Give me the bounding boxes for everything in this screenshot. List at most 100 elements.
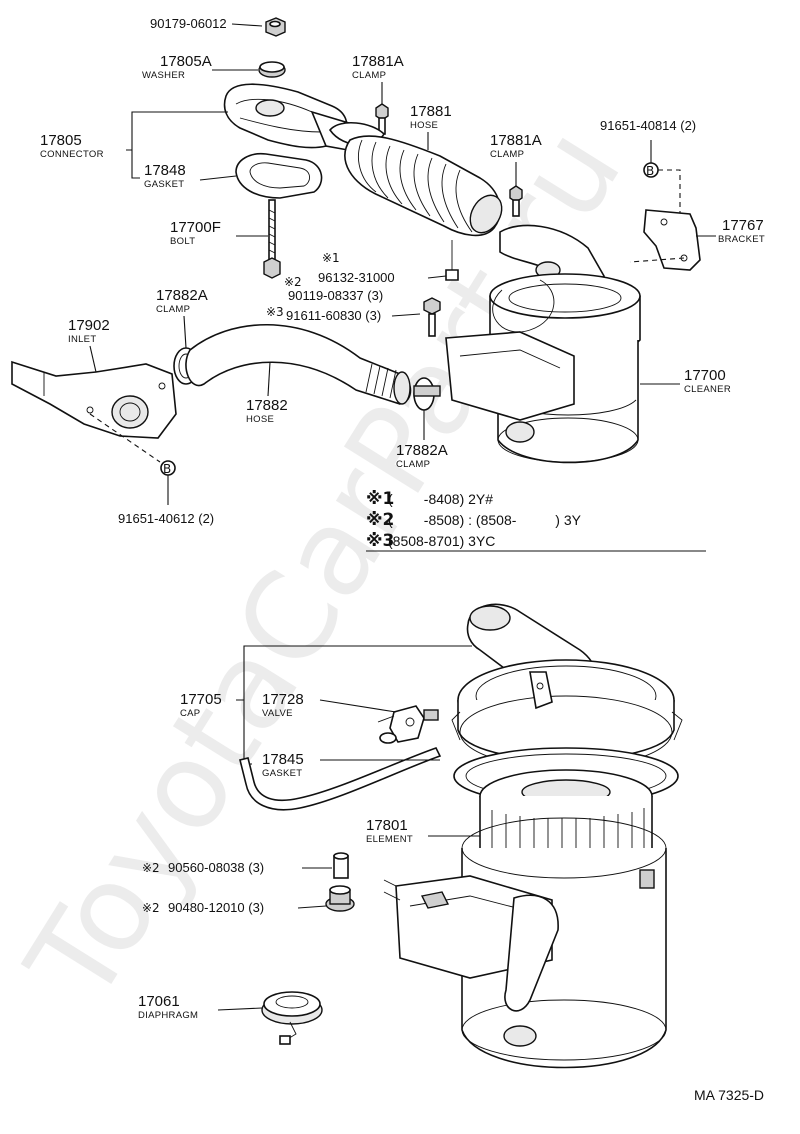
callout-17845: 17845 GASKET xyxy=(262,751,440,779)
cleaner-assembly-part xyxy=(445,224,641,464)
svg-text:17881: 17881 xyxy=(410,103,452,120)
callout-17728: 17728 VALVE xyxy=(262,691,397,719)
svg-text:BRACKET: BRACKET xyxy=(718,234,765,245)
svg-text:DIAPHRAGM: DIAPHRAGM xyxy=(138,1010,198,1021)
callout-17882: 17882 HOSE xyxy=(246,361,288,425)
svg-text:17882: 17882 xyxy=(246,397,288,414)
svg-text:CLAMP: CLAMP xyxy=(490,149,524,160)
svg-text:17728: 17728 xyxy=(262,691,304,708)
callout-17700F: 17700F BOLT xyxy=(170,219,268,247)
bolt-part xyxy=(263,199,281,279)
svg-text:90560-08038 (3): 90560-08038 (3) xyxy=(168,860,264,875)
svg-text:17881A: 17881A xyxy=(352,53,404,70)
hose-lower-part xyxy=(185,324,412,405)
nut-part xyxy=(265,17,286,37)
valve-part xyxy=(377,705,439,744)
connector-part xyxy=(223,83,353,151)
svg-text:※3: ※3 xyxy=(266,305,284,319)
svg-text:91651-40814 (2): 91651-40814 (2) xyxy=(600,118,696,133)
callout-17882A-top: 17882A CLAMP xyxy=(156,287,208,349)
svg-text:HOSE: HOSE xyxy=(410,120,438,131)
svg-text:ELEMENT: ELEMENT xyxy=(366,834,413,845)
svg-text:17882A: 17882A xyxy=(396,442,448,459)
svg-text:B: B xyxy=(646,164,654,178)
svg-text:※2: ※2 xyxy=(366,510,394,530)
callout-17767: 17767 BRACKET xyxy=(696,217,765,245)
callout-91651-40612: 91651-40612 (2) xyxy=(118,511,214,526)
svg-text:17700: 17700 xyxy=(684,367,726,384)
callout-17805A: 17805A WASHER xyxy=(142,53,258,81)
svg-text:GASKET: GASKET xyxy=(144,179,184,190)
svg-text:17881A: 17881A xyxy=(490,132,542,149)
svg-text:※3: ※3 xyxy=(366,531,394,551)
inlet-part xyxy=(11,360,177,439)
callout-17881: 17881 HOSE xyxy=(410,103,452,150)
callout-17882A-bottom: 17882A CLAMP xyxy=(396,410,448,470)
svg-text:17902: 17902 xyxy=(68,317,110,334)
svg-text:CLAMP: CLAMP xyxy=(396,459,430,470)
svg-text:96132-31000: 96132-31000 xyxy=(318,270,395,285)
svg-text:( -8408) 2Y#: ( -8408) 2Y# xyxy=(388,491,493,507)
svg-text:INLET: INLET xyxy=(68,334,96,345)
svg-text:90179-06012: 90179-06012 xyxy=(150,16,227,31)
svg-text:17061: 17061 xyxy=(138,993,180,1010)
svg-text:HOSE: HOSE xyxy=(246,414,274,425)
cap-part xyxy=(451,603,683,769)
diagram-code: MA 7325-D xyxy=(694,1087,764,1103)
svg-text:17705: 17705 xyxy=(180,691,222,708)
callout-17061: 17061 DIAPHRAGM xyxy=(138,993,263,1021)
svg-text:17845: 17845 xyxy=(262,751,304,768)
svg-text:GASKET: GASKET xyxy=(262,768,302,779)
callout-90119-08337: ※2 90119-08337 (3) xyxy=(284,275,383,303)
bracket-part xyxy=(629,209,701,271)
svg-text:17700F: 17700F xyxy=(170,219,221,236)
svg-text:17848: 17848 xyxy=(144,162,186,179)
svg-text:CLEANER: CLEANER xyxy=(684,384,731,395)
svg-text:17805A: 17805A xyxy=(160,53,212,70)
svg-text:WASHER: WASHER xyxy=(142,70,185,81)
callout-90179-06012: 90179-06012 xyxy=(150,16,263,31)
svg-text:17882A: 17882A xyxy=(156,287,208,304)
grommet-part xyxy=(325,885,355,912)
callout-91651-40814: 91651-40814 (2) xyxy=(600,118,696,133)
lower-housing-part xyxy=(383,817,667,1069)
svg-text:17801: 17801 xyxy=(366,817,408,834)
svg-text:※2: ※2 xyxy=(284,275,302,289)
callout-17881A-top: 17881A CLAMP xyxy=(352,53,404,104)
callout-96132-31000: ※1 96132-31000 xyxy=(318,240,459,285)
diaphragm-part xyxy=(261,991,323,1045)
callout-17902: 17902 INLET xyxy=(68,317,110,373)
gasket-part xyxy=(235,152,323,199)
svg-text:91651-40612 (2): 91651-40612 (2) xyxy=(118,511,214,526)
callout-17881A-mid: 17881A CLAMP xyxy=(490,132,542,186)
callout-17848: 17848 GASKET xyxy=(144,162,237,190)
callout-91611-60830: ※3 91611-60830 (3) xyxy=(266,297,441,337)
svg-text:17805: 17805 xyxy=(40,132,82,149)
washer-part xyxy=(258,61,286,78)
svg-text:※1: ※1 xyxy=(322,251,340,265)
callout-17700: 17700 CLEANER xyxy=(640,367,731,395)
svg-text:90119-08337 (3): 90119-08337 (3) xyxy=(288,288,383,303)
ref-b-top: B xyxy=(643,140,681,214)
applicability-notes: ※1 ( -8408) 2Y# ※2 ( -8508) : (8508- ) 3… xyxy=(366,489,706,552)
collar-part xyxy=(333,852,349,879)
svg-text:※1: ※1 xyxy=(366,489,394,509)
svg-text:90480-12010 (3): 90480-12010 (3) xyxy=(168,900,264,915)
ref-b-bottom: B xyxy=(89,413,176,505)
svg-text:BOLT: BOLT xyxy=(170,236,195,247)
callout-17805: 17805 CONNECTOR xyxy=(40,111,228,179)
svg-text:VALVE: VALVE xyxy=(262,708,293,719)
callout-90560-08038: ※2 90560-08038 (3) xyxy=(142,860,332,875)
svg-text:91611-60830 (3): 91611-60830 (3) xyxy=(286,308,381,323)
svg-text:CLAMP: CLAMP xyxy=(352,70,386,81)
callout-90480-12010: ※2 90480-12010 (3) xyxy=(142,900,327,915)
svg-text:(8508-8701) 3YC: (8508-8701) 3YC xyxy=(388,533,495,549)
callout-17801: 17801 ELEMENT xyxy=(366,817,480,845)
svg-text:B: B xyxy=(163,462,171,476)
svg-text:CONNECTOR: CONNECTOR xyxy=(40,149,104,160)
svg-text:17767: 17767 xyxy=(722,217,764,234)
svg-text:CLAMP: CLAMP xyxy=(156,304,190,315)
svg-text:※2: ※2 xyxy=(142,901,160,915)
hose-upper-part xyxy=(344,135,503,237)
